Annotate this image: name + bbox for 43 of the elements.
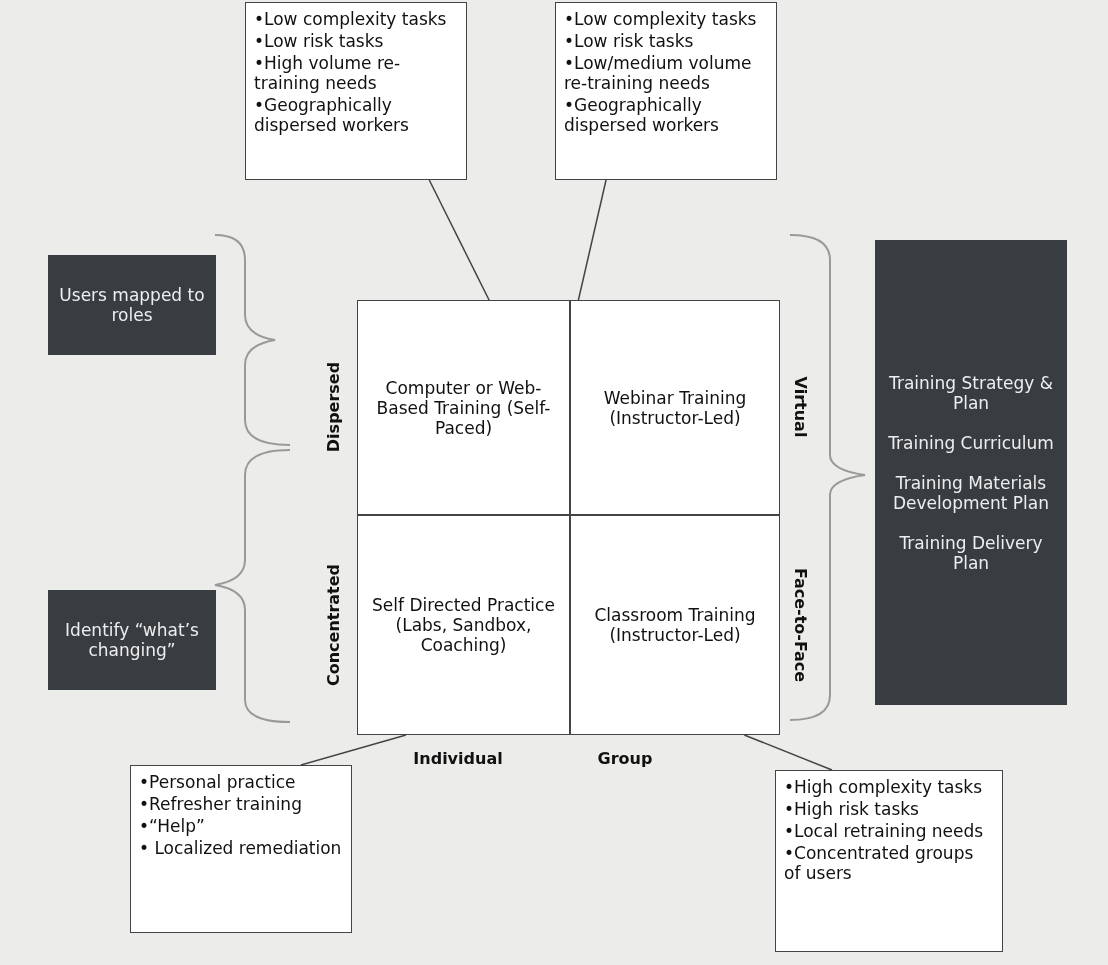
callout-box bbox=[555, 2, 777, 180]
axis-label: Individual bbox=[413, 748, 503, 768]
info-panel bbox=[875, 240, 1067, 705]
bullet-item: •High complexity tasks bbox=[784, 777, 984, 797]
bullet-item: •Low risk tasks bbox=[254, 31, 385, 51]
quadrant-label: Webinar Training (Instructor-Led) bbox=[602, 387, 748, 428]
bullet-item: •Low risk tasks bbox=[564, 31, 695, 51]
quadrant-cell bbox=[570, 300, 780, 515]
axis-label: Dispersed bbox=[323, 361, 343, 453]
panel-text: Training Strategy & Plan bbox=[888, 372, 1054, 413]
axis-label: Face-to-Face bbox=[790, 567, 810, 683]
quadrant-cell bbox=[357, 515, 570, 735]
panel-text: Identify “what’s changing” bbox=[64, 620, 200, 660]
bullet-item: •Geographically dispersed workers bbox=[254, 95, 410, 135]
quadrant-cell bbox=[570, 515, 780, 735]
bullet-item: •Personal practice bbox=[139, 772, 297, 792]
bullet-item: •Concentrated groups of users bbox=[784, 843, 975, 883]
bullet-item: •“Help” bbox=[139, 816, 206, 836]
quadrant-label: Computer or Web-Based Training (Self-Paced) bbox=[375, 377, 552, 438]
bullet-item: •High volume re-training needs bbox=[254, 53, 402, 93]
axis-label: Concentrated bbox=[323, 563, 343, 687]
bullet-item: •High risk tasks bbox=[784, 799, 920, 819]
panel-text: Training Curriculum bbox=[888, 432, 1054, 453]
quadrant-cell bbox=[357, 300, 570, 515]
callout-box bbox=[245, 2, 467, 180]
quadrant-label: Self Directed Practice (Labs, Sandbox, Coaching) bbox=[371, 595, 556, 655]
callout-box bbox=[130, 765, 352, 933]
axis-label: Group bbox=[597, 748, 653, 768]
bullet-item: •Refresher training bbox=[139, 794, 303, 814]
panel-text: Training Delivery Plan bbox=[898, 532, 1044, 573]
bullet-item: •Low/medium volume re-training needs bbox=[564, 53, 753, 93]
panel-text: Users mapped to roles bbox=[58, 285, 206, 325]
panel-text: Training Materials Development Plan bbox=[892, 472, 1050, 513]
bullet-item: •Low complexity tasks bbox=[254, 9, 448, 29]
axis-label: Virtual bbox=[790, 376, 810, 438]
info-panel bbox=[48, 255, 216, 355]
callout-box bbox=[775, 770, 1003, 952]
bullet-item: •Low complexity tasks bbox=[564, 9, 758, 29]
bullet-item: • Localized remediation bbox=[139, 838, 343, 858]
info-panel bbox=[48, 590, 216, 690]
bullet-item: •Local retraining needs bbox=[784, 821, 985, 841]
quadrant-label: Classroom Training (Instructor-Led) bbox=[593, 605, 757, 645]
bullet-item: •Geographically dispersed workers bbox=[564, 95, 720, 135]
